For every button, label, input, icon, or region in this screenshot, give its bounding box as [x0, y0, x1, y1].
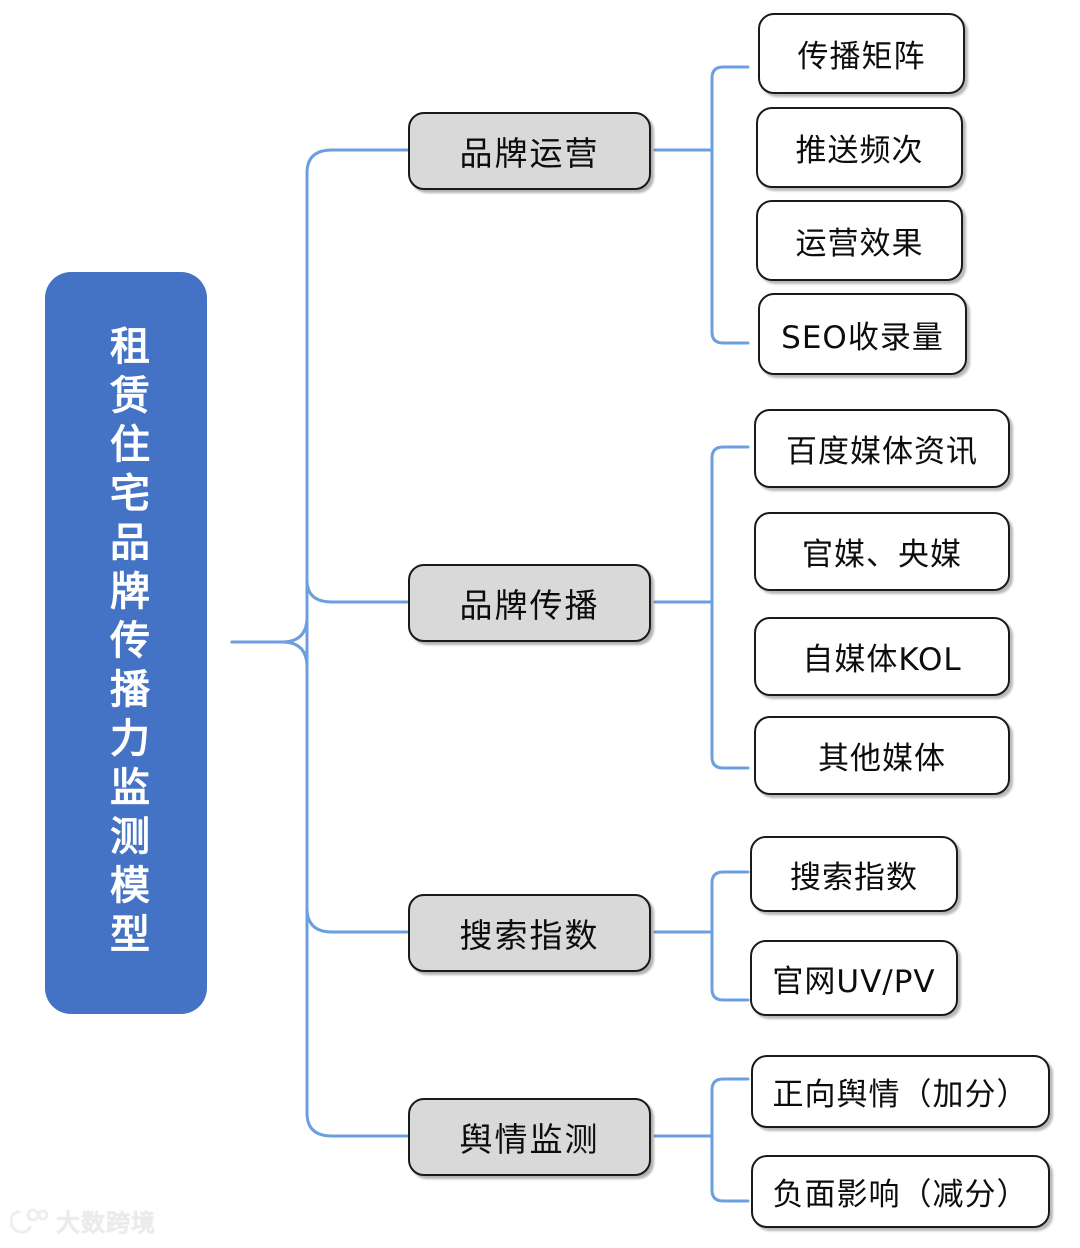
leaf-node-search-index[interactable]: 搜索指数 — [750, 836, 958, 912]
leaf-node-label: 推送频次 — [795, 133, 924, 169]
leaf-node-operation-effect[interactable]: 运营效果 — [756, 200, 963, 281]
branch-node-brand-operation[interactable]: 品牌运营 — [408, 112, 651, 190]
branch-node-sentiment-monitoring[interactable]: 舆情监测 — [408, 1098, 651, 1176]
root-node[interactable]: 租赁住宅品牌传播力监测模型 — [45, 272, 207, 1014]
leaf-node-label: 官媒、央媒 — [802, 537, 962, 573]
leaf-node-label: 百度媒体资讯 — [786, 434, 978, 470]
root-node-label: 租赁住宅品牌传播力监测模型 — [103, 324, 149, 962]
leaf-node-baidu-media-news[interactable]: 百度媒体资讯 — [754, 409, 1010, 488]
leaf-node-website-uv-pv[interactable]: 官网UV/PV — [750, 940, 958, 1016]
leaf-node-label: 官网UV/PV — [772, 963, 936, 1000]
branch-node-label: 品牌传播 — [459, 586, 600, 625]
leaf-node-communication-matrix[interactable]: 传播矩阵 — [758, 13, 965, 94]
leaf-node-label: 正向舆情（加分） — [772, 1077, 1029, 1113]
leaf-node-label: 其他媒体 — [818, 741, 946, 777]
leaf-node-self-media-kol[interactable]: 自媒体KOL — [754, 617, 1010, 696]
leaf-node-label: 搜索指数 — [790, 859, 918, 896]
leaf-node-label: 运营效果 — [795, 226, 924, 262]
branch-node-label: 舆情监测 — [459, 1120, 600, 1159]
leaf-node-other-media[interactable]: 其他媒体 — [754, 716, 1010, 795]
branch-node-search-index[interactable]: 搜索指数 — [408, 894, 651, 972]
watermark-text: 大数跨境 — [56, 1209, 156, 1237]
leaf-node-push-frequency[interactable]: 推送频次 — [756, 107, 963, 188]
logo-mark-icon — [10, 1208, 48, 1234]
leaf-node-positive-sentiment[interactable]: 正向舆情（加分） — [751, 1055, 1050, 1128]
leaf-node-negative-impact[interactable]: 负面影响（减分） — [751, 1155, 1050, 1228]
leaf-node-official-central-media[interactable]: 官媒、央媒 — [754, 512, 1010, 591]
leaf-node-seo-indexed-count[interactable]: SEO收录量 — [758, 293, 967, 375]
branch-node-label: 品牌运营 — [459, 134, 600, 173]
leaf-node-label: 自媒体KOL — [802, 642, 962, 678]
leaf-node-label: 负面影响（减分） — [772, 1177, 1029, 1213]
leaf-node-label: 传播矩阵 — [797, 39, 926, 75]
branch-node-brand-communication[interactable]: 品牌传播 — [408, 564, 651, 642]
leaf-node-label: SEO收录量 — [781, 319, 944, 356]
watermark: 大数跨境 — [10, 1203, 156, 1238]
branch-node-label: 搜索指数 — [459, 916, 600, 955]
